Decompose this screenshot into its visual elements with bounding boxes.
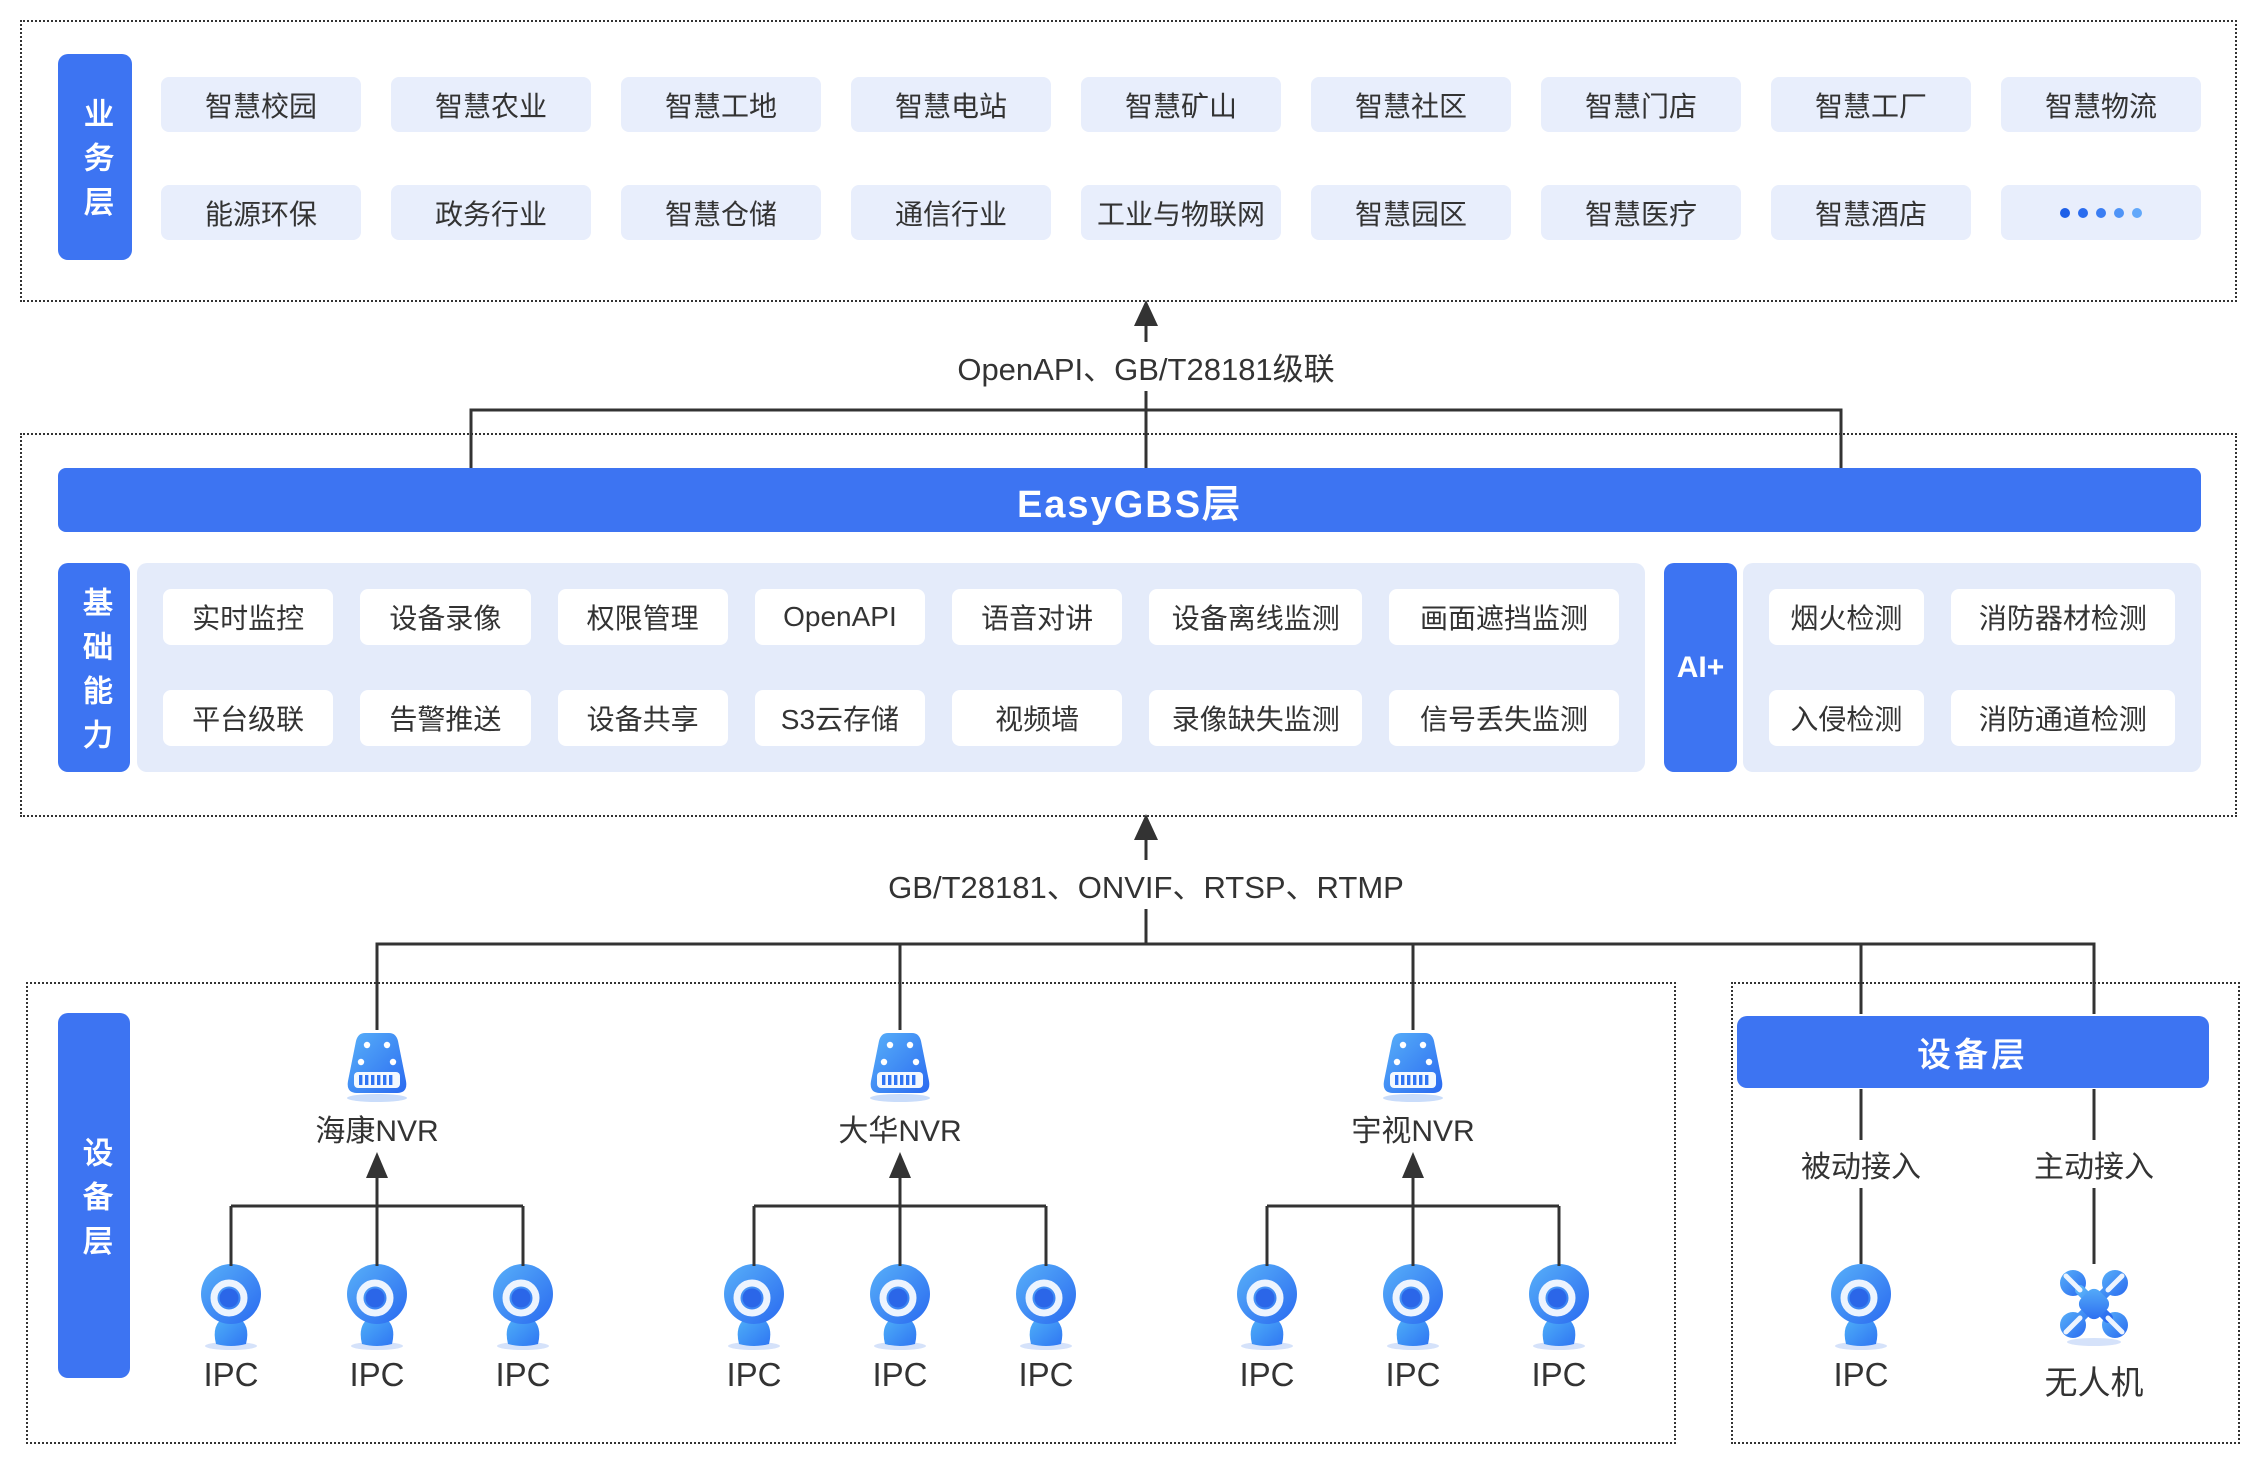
nvr-recorder-icon	[339, 1030, 415, 1102]
ipc-camera-icon	[862, 1262, 938, 1350]
industry-chip: 智慧工厂	[1771, 77, 1971, 132]
capability-chip: 设备录像	[360, 589, 531, 645]
industry-chip: 智慧园区	[1311, 185, 1511, 240]
ipc-camera-icon	[1375, 1262, 1451, 1350]
capability-chip: 信号丢失监测	[1389, 690, 1619, 746]
passive-access-label: 被动接入	[1791, 1140, 1931, 1188]
business-layer-label-text: 业务层	[79, 98, 112, 230]
industry-chip: 智慧仓储	[621, 185, 821, 240]
ipc-label: IPC	[1018, 1356, 1074, 1393]
industry-chip: 智慧农业	[391, 77, 591, 132]
industry-chip: 智慧社区	[1311, 77, 1511, 132]
nvr-name: 宇视NVR	[1343, 1106, 1483, 1150]
device-layer-left-label: 设备层	[58, 1013, 130, 1378]
more-industries-chip	[2001, 185, 2201, 240]
drone-label: 无人机	[2044, 1364, 2144, 1401]
business-chip-grid: 智慧校园 智慧农业 智慧工地 智慧电站 智慧矿山 智慧社区 智慧门店 智慧工厂 …	[161, 77, 2201, 240]
ipc-label: IPC	[1833, 1356, 1889, 1393]
ipc-camera-icon	[1521, 1262, 1597, 1350]
basic-capability-label-text: 基础能力	[78, 586, 111, 763]
device-layer-right-banner: 设备层	[1737, 1016, 2209, 1088]
nvr-name: 海康NVR	[307, 1106, 447, 1150]
active-access-label: 主动接入	[2024, 1140, 2164, 1188]
ai-chip: 烟火检测	[1769, 589, 1924, 645]
business-layer-box	[20, 20, 2237, 302]
nvr-name: 大华NVR	[830, 1106, 970, 1150]
capability-chip: 画面遮挡监测	[1389, 589, 1619, 645]
ipc-camera-icon	[1823, 1262, 1899, 1350]
capability-chip: 录像缺失监测	[1149, 690, 1363, 746]
industry-chip: 工业与物联网	[1081, 185, 1281, 240]
capability-chip: OpenAPI	[754, 589, 926, 645]
ai-plus-label-text: AI+	[1676, 650, 1725, 684]
industry-chip: 智慧物流	[2001, 77, 2201, 132]
industry-chip: 智慧工地	[621, 77, 821, 132]
business-layer-label: 业务层	[58, 54, 132, 260]
industry-chip: 智慧酒店	[1771, 185, 1971, 240]
ai-chip: 消防通道检测	[1950, 690, 2175, 746]
industry-chip: 能源环保	[161, 185, 361, 240]
capability-chip: 设备共享	[557, 690, 728, 746]
industry-chip: 智慧校园	[161, 77, 361, 132]
ipc-camera-icon	[716, 1262, 792, 1350]
industry-chip: 通信行业	[851, 185, 1051, 240]
capability-chip: 语音对讲	[952, 589, 1123, 645]
ipc-label: IPC	[495, 1356, 551, 1393]
nvr-recorder-icon	[1375, 1030, 1451, 1102]
basic-capability-label: 基础能力	[58, 563, 130, 772]
industry-chip: 智慧医疗	[1541, 185, 1741, 240]
drone-icon	[2056, 1266, 2132, 1346]
capability-chip: 实时监控	[163, 589, 334, 645]
ai-chip: 入侵检测	[1769, 690, 1924, 746]
ipc-label: IPC	[1239, 1356, 1295, 1393]
ipc-camera-icon	[485, 1262, 561, 1350]
top-connector-label: OpenAPI、GB/T28181级联	[941, 342, 1351, 391]
ipc-camera-icon	[1008, 1262, 1084, 1350]
industry-chip: 智慧电站	[851, 77, 1051, 132]
capability-chip: S3云存储	[754, 690, 926, 746]
ai-plus-label: AI+	[1664, 563, 1737, 772]
industry-chip: 智慧矿山	[1081, 77, 1281, 132]
device-layer-left-label-text: 设备层	[78, 1136, 111, 1269]
bottom-connector-label: GB/T28181、ONVIF、RTSP、RTMP	[872, 860, 1420, 909]
nvr-recorder-icon	[862, 1030, 938, 1102]
ipc-label: IPC	[726, 1356, 782, 1393]
ipc-camera-icon	[1229, 1262, 1305, 1350]
capability-chip: 平台级联	[163, 690, 334, 746]
ipc-label: IPC	[1385, 1356, 1441, 1393]
ipc-camera-icon	[193, 1262, 269, 1350]
industry-chip: 智慧门店	[1541, 77, 1741, 132]
easygbs-banner: EasyGBS层	[58, 468, 2201, 532]
capability-chip: 设备离线监测	[1149, 589, 1363, 645]
ai-chip: 消防器材检测	[1950, 589, 2175, 645]
ipc-label: IPC	[203, 1356, 259, 1393]
capability-chip: 权限管理	[557, 589, 728, 645]
capability-chip: 告警推送	[360, 690, 531, 746]
ipc-label: IPC	[349, 1356, 405, 1393]
ai-capability-panel: 烟火检测 消防器材检测 入侵检测 消防通道检测	[1743, 563, 2201, 772]
capability-chip: 视频墙	[952, 690, 1123, 746]
ipc-camera-icon	[339, 1262, 415, 1350]
industry-chip: 政务行业	[391, 185, 591, 240]
ipc-label: IPC	[872, 1356, 928, 1393]
ipc-label: IPC	[1531, 1356, 1587, 1393]
basic-capability-panel: 实时监控 设备录像 权限管理 OpenAPI 语音对讲 设备离线监测 画面遮挡监…	[137, 563, 1645, 772]
